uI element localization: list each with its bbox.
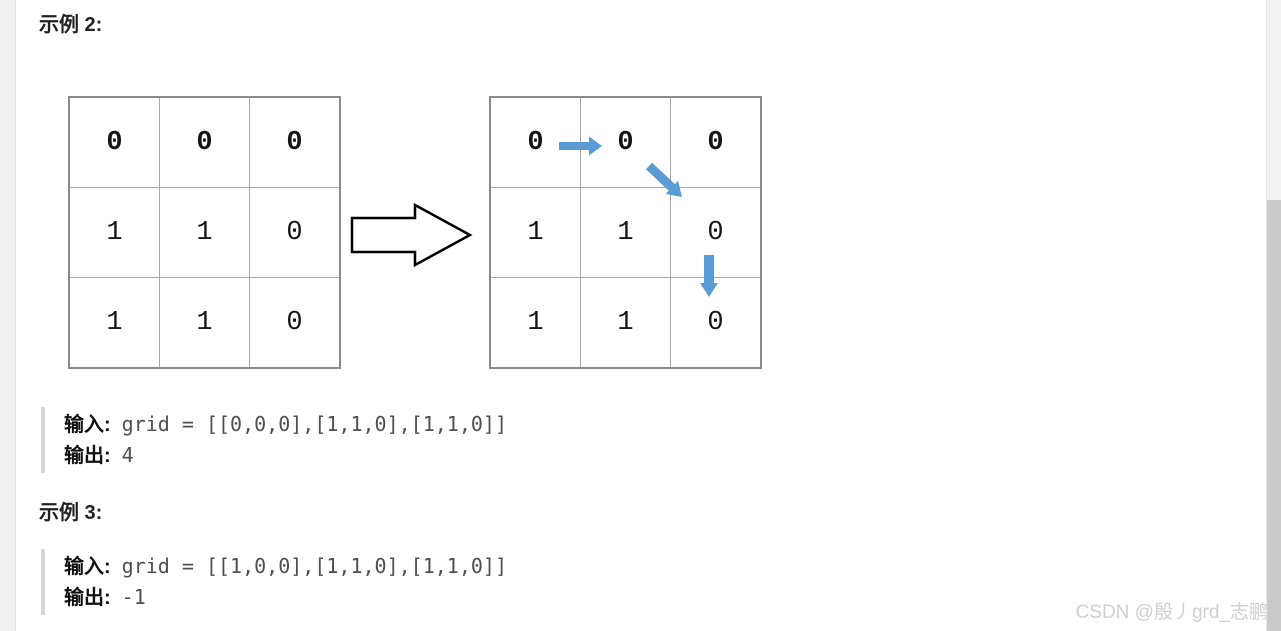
example-2-io-block: 输入: grid = [[0,0,0],[1,1,0],[1,1,0]] 输出: 4: [41, 407, 507, 473]
grid-cell: 1: [489, 187, 581, 278]
grid-cell: 1: [159, 187, 250, 278]
grid-cell: 1: [489, 277, 581, 369]
content-area: 示例 2: 0 0 0 1 1 0 1 1 0 0 0 0: [15, 0, 1266, 631]
grid-cell: 1: [68, 277, 160, 369]
example-2-heading: 示例 2:: [39, 14, 103, 36]
example-3-heading: 示例 3:: [39, 502, 103, 524]
input-value: grid = [[0,0,0],[1,1,0],[1,1,0]]: [121, 412, 507, 436]
grid-cell: 0: [249, 96, 341, 188]
grid-cell: 0: [670, 187, 762, 278]
grid-cell: 1: [68, 187, 160, 278]
grid-cell: 0: [249, 187, 341, 278]
grid-cell: 0: [249, 277, 341, 369]
grid-cell: 0: [580, 96, 671, 188]
output-label: 输出:: [64, 587, 111, 609]
grid-cell: 0: [670, 96, 762, 188]
grid-table-before: 0 0 0 1 1 0 1 1 0: [68, 96, 341, 369]
grid-cell: 1: [580, 277, 671, 369]
grid-cell: 0: [68, 96, 160, 188]
grid-row: 0 0 0: [68, 96, 341, 188]
grid-row: 1 1 0: [489, 277, 762, 369]
output-value: -1: [121, 585, 146, 609]
example-3-io-block: 输入: grid = [[1,0,0],[1,1,0],[1,1,0]] 输出:-…: [41, 549, 507, 615]
input-line: 输入: grid = [[1,0,0],[1,1,0],[1,1,0]]: [64, 551, 507, 582]
input-value: grid = [[1,0,0],[1,1,0],[1,1,0]]: [121, 554, 507, 578]
output-value: 4: [121, 443, 134, 467]
output-line: 输出: -1: [64, 582, 507, 613]
grid-table-after: 0 0 0 1 1 0 1 1 0: [489, 96, 762, 369]
grid-cell: 1: [580, 187, 671, 278]
input-line: 输入: grid = [[0,0,0],[1,1,0],[1,1,0]]: [64, 409, 507, 440]
output-label: 输出:: [64, 445, 111, 467]
grid-cell: 0: [489, 96, 581, 188]
scrollbar-thumb[interactable]: [1267, 200, 1281, 631]
input-label: 输入:: [64, 556, 111, 578]
grid-cell: 1: [159, 277, 250, 369]
output-line: 输出: 4: [64, 440, 507, 471]
grid-cell: 0: [670, 277, 762, 369]
grid-cell: 0: [159, 96, 250, 188]
transform-arrow-icon: [350, 202, 473, 268]
input-label: 输入:: [64, 414, 111, 436]
grid-row: 0 0 0: [489, 96, 762, 188]
grid-row: 1 1 0: [68, 187, 341, 278]
grid-row: 1 1 0: [489, 187, 762, 278]
grid-row: 1 1 0: [68, 277, 341, 369]
csdn-watermark: CSDN @殷丿grd_志鹏: [1075, 602, 1268, 623]
scrollbar[interactable]: [1266, 0, 1281, 631]
